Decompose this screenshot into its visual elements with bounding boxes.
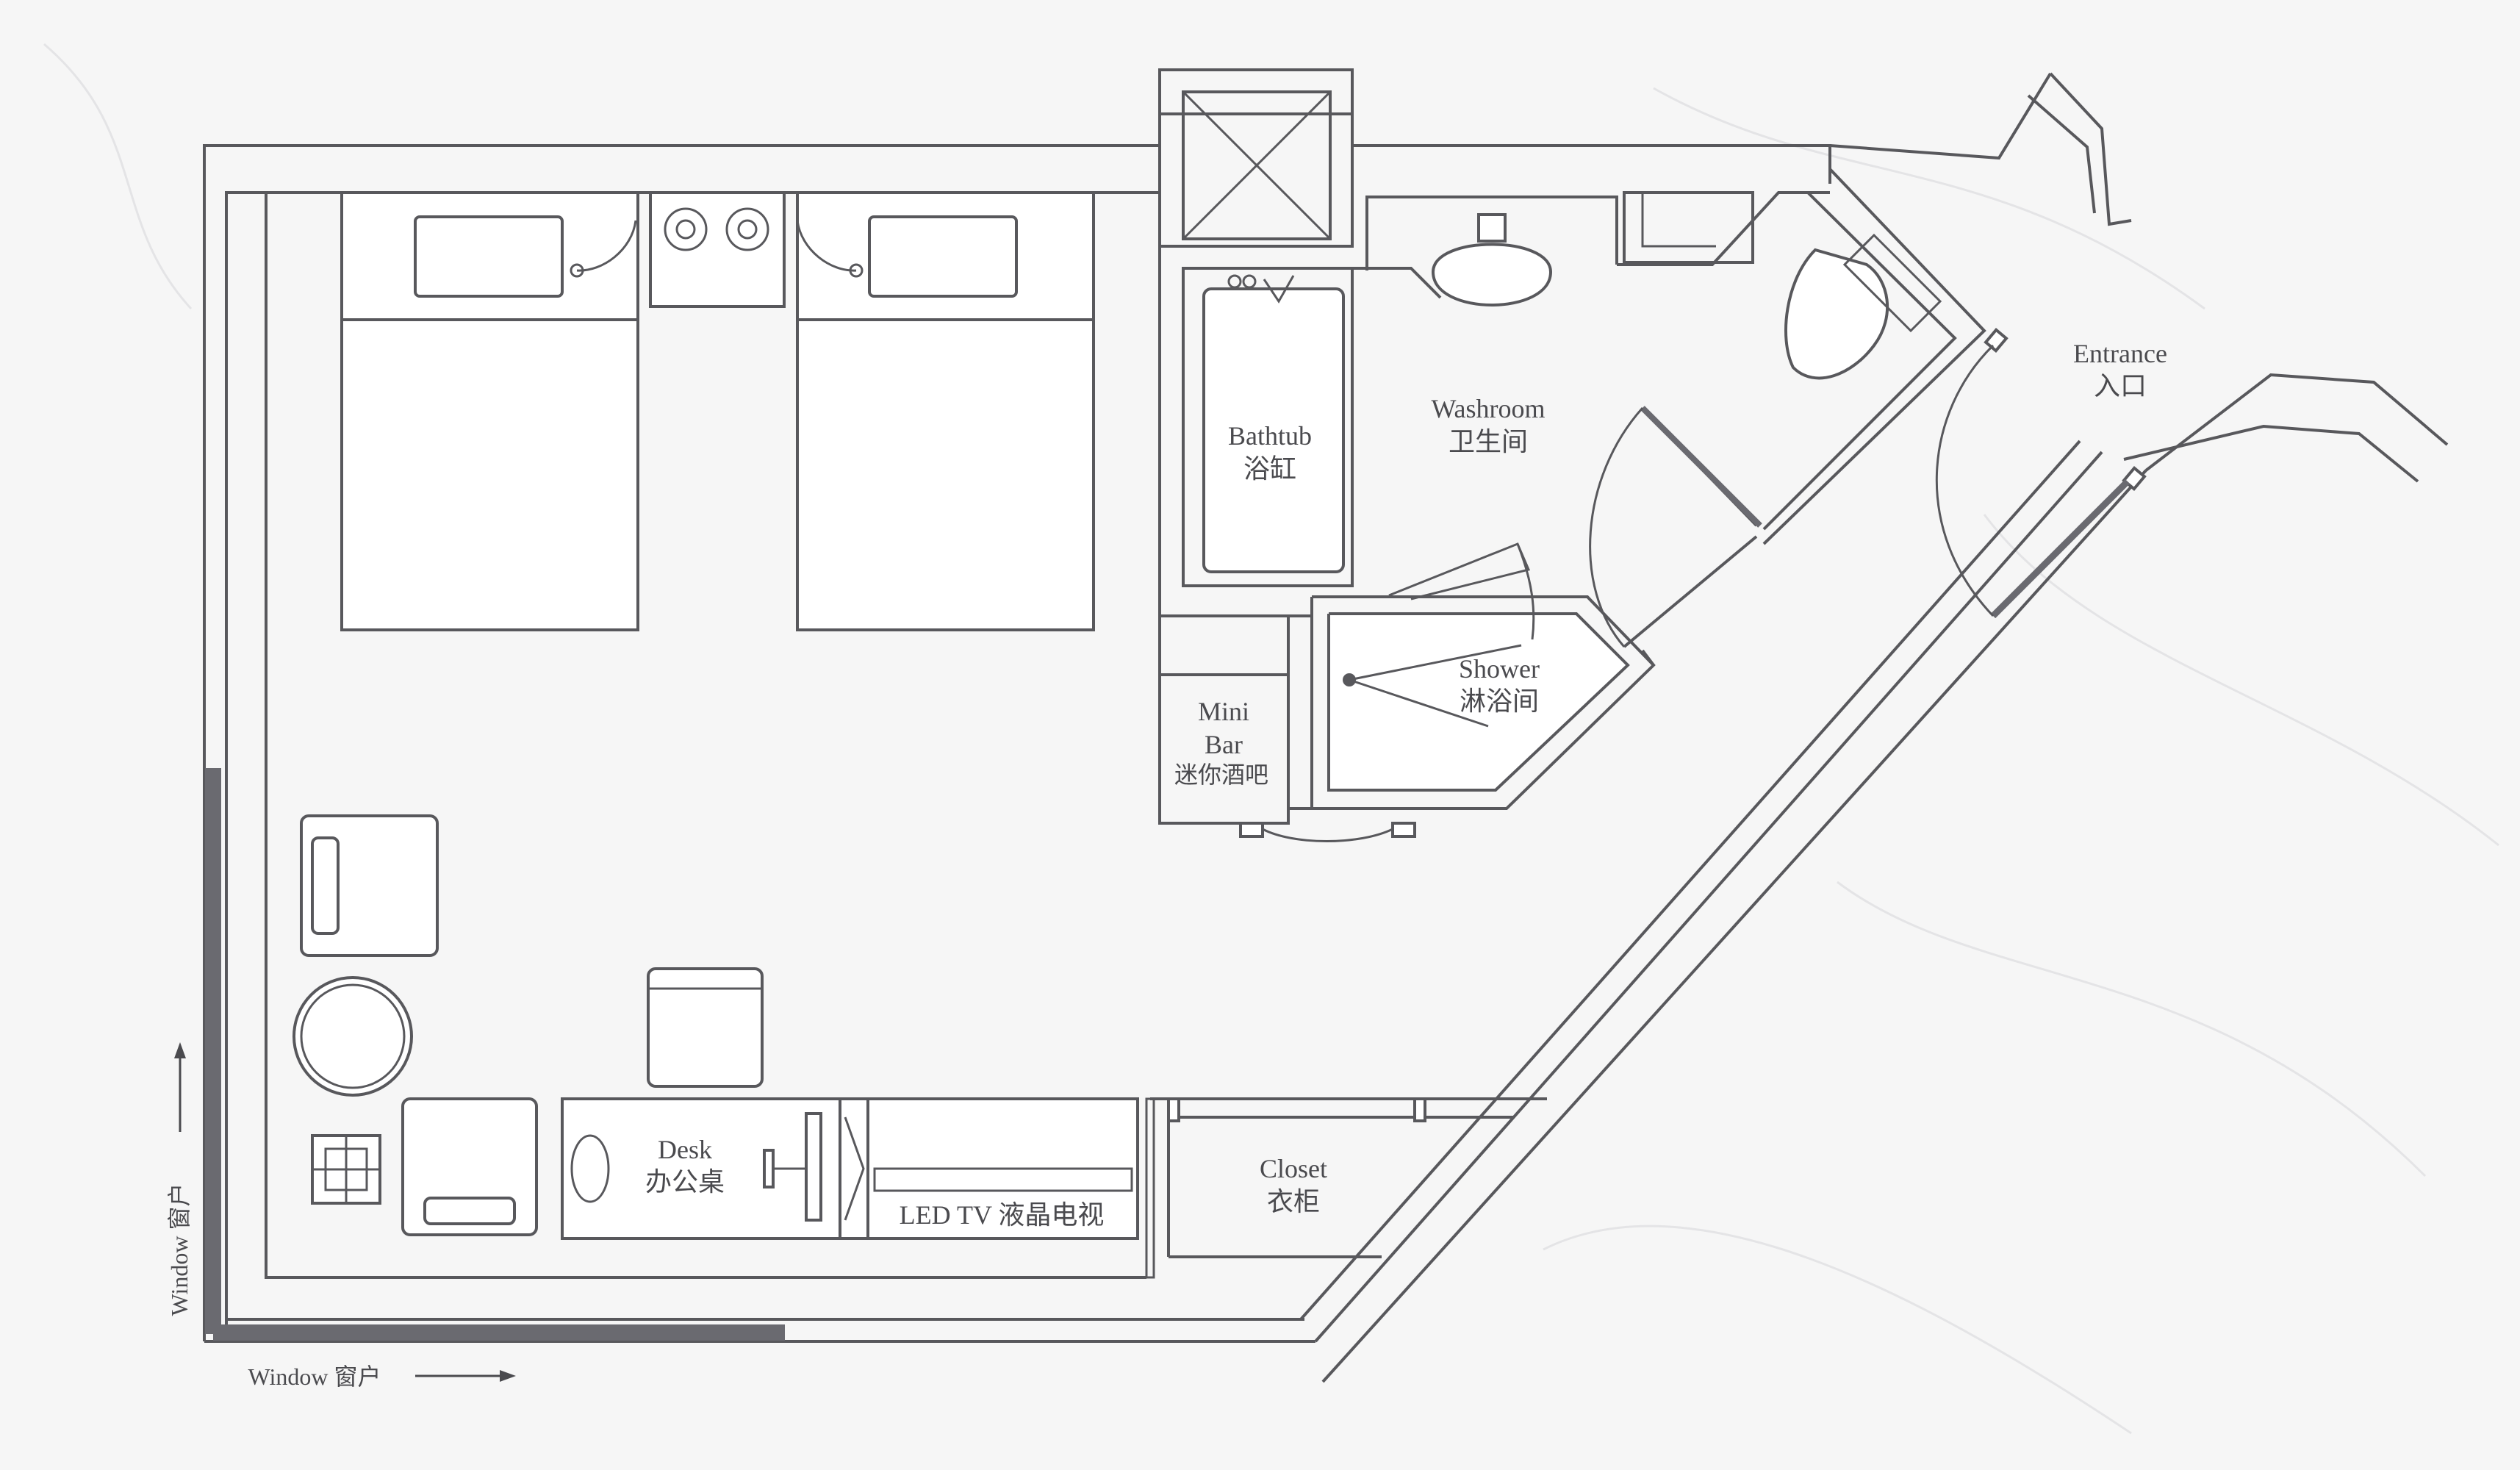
tv-cabinet — [839, 1097, 1139, 1240]
bathtub-label-zh: 浴缸 — [1243, 454, 1296, 484]
bathtub-label: Bathtub — [1228, 421, 1312, 451]
window-bottom-arrow — [415, 1370, 516, 1382]
nightstand — [570, 191, 864, 308]
minibar-label-zh: 迷你酒吧 — [1174, 761, 1268, 788]
washroom-label-zh: 卫生间 — [1449, 427, 1528, 456]
window-left-arrow — [174, 1042, 186, 1132]
window-bottom-label: Window 窗户 — [248, 1363, 381, 1390]
minibar-label-line2: Bar — [1205, 730, 1243, 759]
bathtub — [1182, 267, 1354, 587]
desk-label-zh: 办公桌 — [645, 1167, 725, 1197]
closet — [1145, 1097, 1547, 1279]
shower-label: Shower — [1459, 654, 1540, 684]
toilet — [1784, 233, 1942, 380]
mini-bar — [1158, 614, 1416, 842]
armchair-top — [300, 814, 439, 957]
washroom-door — [1589, 406, 1762, 648]
bed-left — [340, 191, 639, 631]
washroom-label: Washroom — [1431, 394, 1545, 423]
bed-right — [796, 191, 1095, 631]
round-table — [292, 976, 413, 1097]
minibar-label-line1: Mini — [1198, 697, 1249, 726]
window-left-label: Window 窗户 — [166, 1183, 193, 1316]
entrance-label-zh: 入口 — [2094, 371, 2147, 401]
closet-label-zh: 衣柜 — [1267, 1187, 1320, 1216]
exterior-walls — [203, 72, 2449, 1383]
side-table — [311, 1134, 381, 1205]
shaft — [1158, 68, 1354, 248]
entrance-label: Entrance — [2073, 339, 2167, 368]
washroom-walls — [1352, 168, 1986, 545]
shower — [1310, 542, 1656, 810]
closet-label: Closet — [1260, 1154, 1327, 1183]
shower-label-zh: 淋浴间 — [1460, 686, 1539, 716]
desk-chair — [647, 967, 764, 1088]
sink — [1431, 213, 1553, 306]
armchair-bottom — [401, 1097, 538, 1236]
desk-label: Desk — [658, 1135, 712, 1164]
round-table-inner — [300, 983, 406, 1089]
tv-label: LED TV 液晶电视 — [900, 1200, 1105, 1230]
entrance-door — [1935, 327, 2147, 619]
